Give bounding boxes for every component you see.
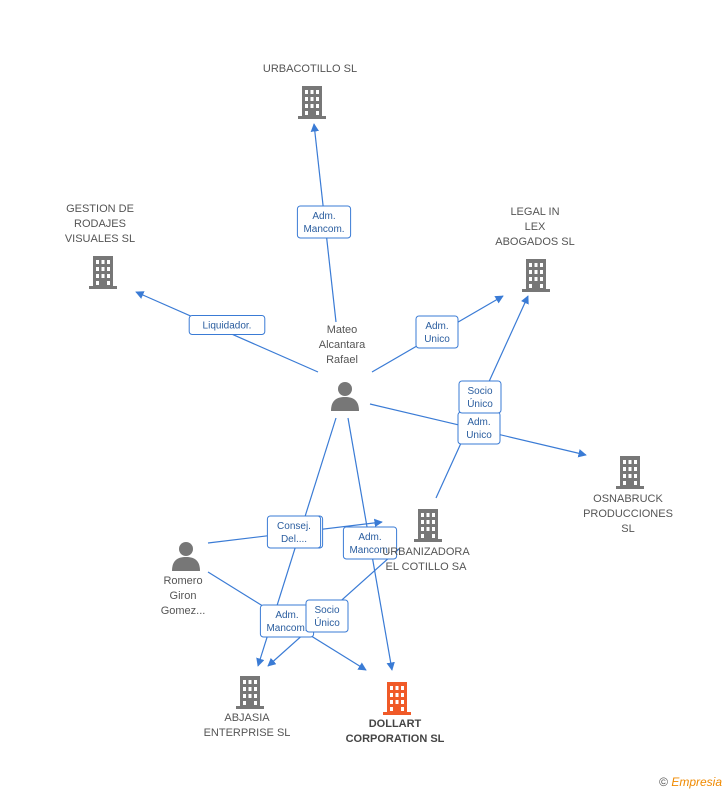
node-romero[interactable]: RomeroGironGomez... — [161, 542, 206, 617]
edge-label-text: Adm. — [467, 417, 490, 428]
node-label: RODAJES — [74, 218, 126, 230]
node-label: DOLLART — [369, 718, 422, 730]
building-icon — [89, 256, 117, 289]
edge-label-text: Adm. — [312, 211, 335, 222]
node-label: LEX — [525, 221, 546, 233]
edge-label-mateo-dollart[interactable]: Adm. Mancom. — [342, 526, 398, 560]
node-label: LEGAL IN — [510, 206, 559, 218]
copyright-symbol: © — [659, 775, 668, 789]
node-label: Gomez... — [161, 605, 206, 617]
edge-label-text: Unico — [424, 334, 450, 345]
building-icon — [414, 509, 442, 542]
node-urbanizadora[interactable]: URBANIZADORA EL COTILLO SA — [382, 509, 470, 573]
node-label: SL — [621, 523, 634, 535]
edge-label-text: Adm. — [425, 321, 448, 332]
edge-label-text: Consej. — [277, 521, 311, 532]
node-label: ABOGADOS SL — [495, 236, 574, 248]
edge-label-box — [296, 205, 352, 239]
node-label: URBACOTILLO SL — [263, 63, 357, 75]
node-label: GESTION DE — [66, 203, 134, 215]
edge-labels-layer: Adm.Mancom.Liquidador.Adm.UnicoAdm.Unico… — [188, 205, 502, 638]
building-icon — [383, 682, 411, 715]
node-label: URBANIZADORA — [382, 546, 470, 558]
person-icon — [172, 542, 200, 571]
node-abjasia[interactable]: ABJASIA ENTERPRISE SL — [204, 676, 291, 739]
edge-label-box — [415, 315, 459, 349]
building-icon — [616, 456, 644, 489]
edge-label-box — [266, 515, 322, 549]
edge-label-mateo-gestion[interactable]: Liquidador. — [188, 315, 266, 335]
node-label: OSNABRUCK — [593, 493, 663, 505]
node-osnabruck[interactable]: OSNABRUCK PRODUCCIONES SL — [583, 456, 673, 535]
edge-label-romero-urbanizadora[interactable]: Consej. Del.... — [266, 515, 322, 549]
node-urbacotillo[interactable]: URBACOTILLO SL — [263, 63, 357, 119]
edge-label-box — [342, 526, 398, 560]
node-label: PRODUCCIONES — [583, 508, 673, 520]
edge-label-mateo-legal[interactable]: Adm. Unico — [415, 315, 459, 349]
edge-label-mateo-osnabruck[interactable]: Adm. Unico — [457, 411, 501, 445]
edge-label-text: Unico — [466, 430, 492, 441]
building-icon — [236, 676, 264, 709]
edge-label-text: Adm. — [275, 610, 298, 621]
edge-label-romero-dollart[interactable]: Adm. Mancom. — [259, 604, 315, 638]
node-label: Romero — [163, 575, 202, 587]
node-label: ENTERPRISE SL — [204, 727, 291, 739]
node-gestion[interactable]: GESTION DE RODAJES VISUALES SL — [65, 203, 135, 289]
node-label: EL COTILLO SA — [386, 561, 468, 573]
node-label: Mateo — [327, 324, 358, 336]
footer-brand[interactable]: © Empresia — [659, 775, 722, 789]
node-label: ABJASIA — [224, 712, 270, 724]
node-dollart[interactable]: DOLLART CORPORATION SL — [346, 682, 445, 745]
node-legal[interactable]: LEGAL IN LEX ABOGADOS SL — [495, 206, 575, 292]
edge-label-text: Socio — [467, 386, 492, 397]
edge-label-text: Socio — [314, 605, 339, 616]
nodes-layer: URBACOTILLO SL GESTION DE RODAJES VISUALES … — [65, 63, 673, 745]
node-label: VISUALES SL — [65, 233, 135, 245]
edge-label-text: Mancom. — [349, 545, 390, 556]
node-label: Rafael — [326, 354, 358, 366]
node-label: Giron — [170, 590, 197, 602]
edge-label-box — [305, 599, 349, 633]
building-icon — [522, 259, 550, 292]
person-icon — [331, 382, 359, 411]
edge-label-text: Único — [314, 616, 340, 629]
node-label: CORPORATION SL — [346, 733, 445, 745]
edge-label-text: Mancom. — [303, 224, 344, 235]
node-label: Alcantara — [319, 339, 366, 351]
edge-label-text: Único — [467, 397, 493, 410]
edge-label-text: Liquidador. — [203, 321, 252, 332]
building-icon — [298, 86, 326, 119]
edge-label-text: Del.... — [281, 534, 307, 545]
empresia-logo: Empresia — [671, 775, 722, 789]
edge-label-box — [458, 380, 502, 414]
edge-label-text: Adm. — [358, 532, 381, 543]
edge-label-box — [188, 315, 266, 335]
edge-label-text: Mancom. — [266, 623, 307, 634]
edge-label-mateo-urbacotillo[interactable]: Adm. Mancom. — [296, 205, 352, 239]
